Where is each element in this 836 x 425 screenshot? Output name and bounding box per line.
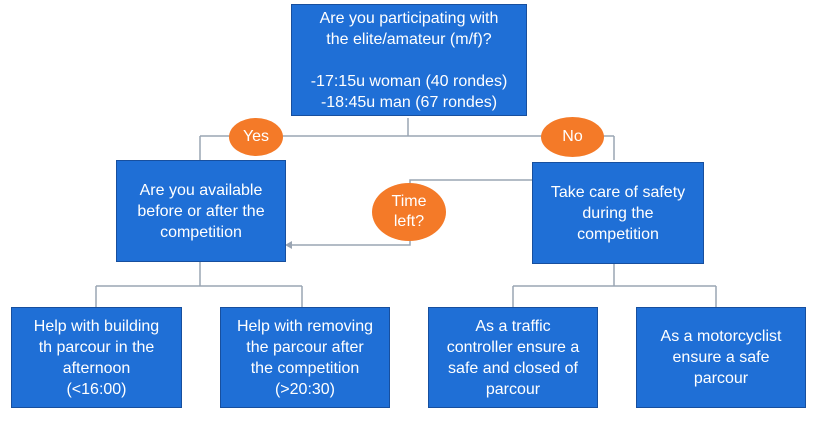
build-parcour-box: Help with building th parcour in the aft…: [11, 307, 182, 408]
root-question-box: Are you participating with the elite/ama…: [291, 4, 527, 116]
connector-arrowhead: [285, 241, 292, 249]
yes-badge: Yes: [229, 118, 283, 156]
remove-parcour-box: Help with removing the parcour after the…: [220, 307, 390, 408]
connector-root-branches: [199, 118, 615, 160]
connector-available-children: [95, 262, 303, 307]
motorcyclist-box: As a motorcyclist ensure a safe parcour: [636, 307, 806, 408]
connector-safety-children: [512, 264, 717, 307]
no-badge: No: [541, 117, 604, 157]
time-left-badge: Time left?: [372, 183, 446, 241]
safety-box: Take care of safety during the competiti…: [532, 162, 704, 264]
traffic-controller-box: As a traffic controller ensure a safe an…: [428, 307, 598, 408]
availability-question-box: Are you available before or after the co…: [116, 160, 286, 262]
